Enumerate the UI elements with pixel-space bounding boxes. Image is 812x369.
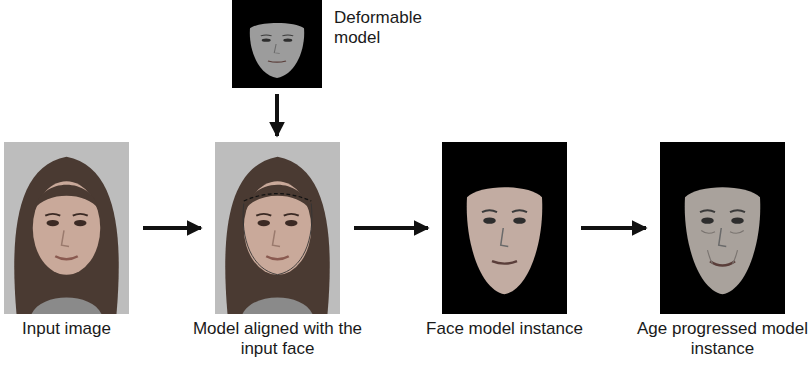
image-caption: Input image [0, 319, 157, 339]
image-caption: Age progressed model instance [633, 319, 812, 360]
image-panel: Input image [4, 142, 129, 314]
flow-arrow [354, 226, 428, 230]
image-caption: Model aligned with the input face [188, 319, 368, 360]
face-image [442, 142, 567, 314]
image-panel: Face model instance [442, 142, 567, 314]
face-image [660, 142, 785, 314]
face-image [215, 142, 340, 314]
flow-arrow [275, 94, 279, 136]
flow-arrow [143, 226, 201, 230]
image-caption: Deformable model [334, 8, 444, 49]
face-image [232, 0, 322, 88]
image-caption: Face model instance [415, 319, 595, 339]
image-panel: Deformable model [232, 0, 322, 88]
image-panel: Age progressed model instance [660, 142, 785, 314]
face-image [4, 142, 129, 314]
flow-arrow [581, 226, 646, 230]
image-panel: Model aligned with the input face [215, 142, 340, 314]
